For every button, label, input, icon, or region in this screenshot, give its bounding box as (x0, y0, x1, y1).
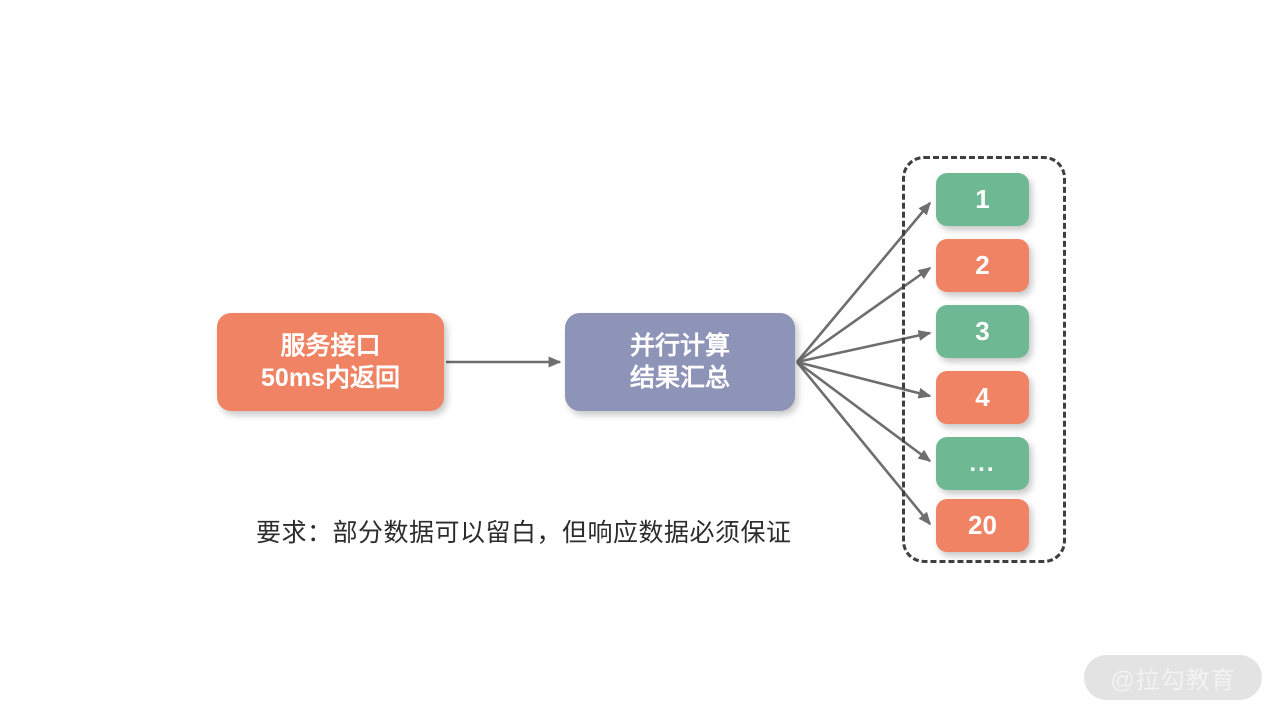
worker-node-label: 4 (975, 382, 990, 412)
worker-node[interactable]: 20 (936, 499, 1029, 552)
worker-node[interactable]: 4 (936, 371, 1029, 424)
worker-node-label: 20 (968, 510, 997, 540)
worker-node[interactable]: 3 (936, 305, 1029, 358)
diagram-caption: 要求：部分数据可以留白，但响应数据必须保证 (256, 519, 792, 547)
worker-node-label: ... (969, 449, 996, 477)
node-aggregate-line-1: 并行计算 (629, 332, 730, 360)
worker-group-boundary (902, 156, 1066, 563)
node-service-line-1: 服务接口 (280, 332, 381, 360)
watermark: @拉勾教育 (1084, 655, 1262, 700)
node-service-interface[interactable]: 服务接口 50ms内返回 (217, 313, 444, 411)
worker-node[interactable]: 1 (936, 173, 1029, 226)
node-aggregate-line-2: 结果汇总 (629, 364, 730, 392)
watermark-label: @拉勾教育 (1110, 667, 1236, 694)
worker-node[interactable]: 2 (936, 239, 1029, 292)
node-service-line-2: 50ms内返回 (261, 364, 400, 392)
worker-node-label: 3 (975, 316, 990, 346)
worker-node-label: 1 (975, 184, 990, 214)
worker-node-label: 2 (975, 250, 990, 280)
node-parallel-aggregate[interactable]: 并行计算 结果汇总 (565, 313, 795, 411)
worker-node[interactable]: ... (936, 437, 1029, 490)
